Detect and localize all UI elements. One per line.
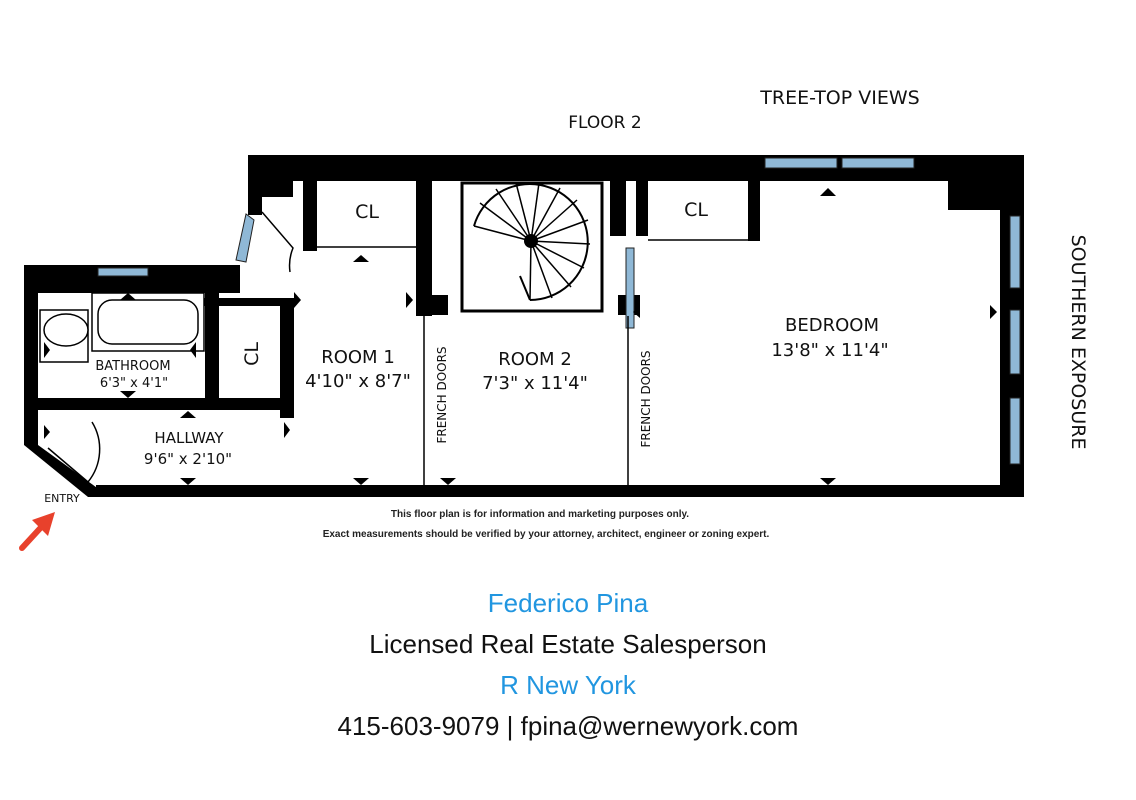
closet-label: CL [355, 201, 379, 223]
doors [47, 211, 748, 485]
agent-name: Federico Pina [487, 588, 649, 618]
bathroom-name: BATHROOM [95, 359, 170, 374]
room2-dims: 7'3" x 11'4" [482, 373, 588, 394]
room1-name: ROOM 1 [321, 347, 395, 368]
windows [97, 157, 1021, 465]
french-doors-label: FRENCH DOORS [435, 346, 449, 443]
disclaimer-line-2: Exact measurements should be verified by… [323, 529, 770, 540]
hallway-dims: 9'6" x 2'10" [144, 450, 232, 468]
agent-contact: 415-603-9079 | fpina@wernewyork.com [337, 711, 799, 741]
spiral-stairs [460, 181, 604, 313]
exposure-label: SOUTHERN EXPOSURE [1067, 235, 1089, 450]
bathroom-fixtures [39, 292, 205, 363]
bathroom-dims: 6'3" x 4'1" [100, 376, 168, 391]
room1-dims: 4'10" x 8'7" [305, 371, 411, 392]
room2-name: ROOM 2 [498, 349, 572, 370]
markers [44, 188, 997, 485]
french-doors-label: FRENCH DOORS [639, 350, 653, 447]
agent-firm: R New York [500, 670, 636, 700]
hallway-name: HALLWAY [154, 429, 224, 447]
disclaimer-line-1: This floor plan is for information and m… [391, 509, 689, 520]
entry-label: ENTRY [44, 492, 80, 505]
closet-label: CL [684, 199, 708, 221]
views-label: TREE-TOP VIEWS [759, 87, 919, 109]
entry-arrow-icon [19, 512, 55, 551]
bedroom-dims: 13'8" x 11'4" [771, 340, 888, 361]
bedroom-name: BEDROOM [785, 315, 879, 336]
floor-label: FLOOR 2 [568, 113, 641, 133]
agent-title: Licensed Real Estate Salesperson [369, 629, 767, 659]
closet-label: CL [241, 342, 263, 366]
